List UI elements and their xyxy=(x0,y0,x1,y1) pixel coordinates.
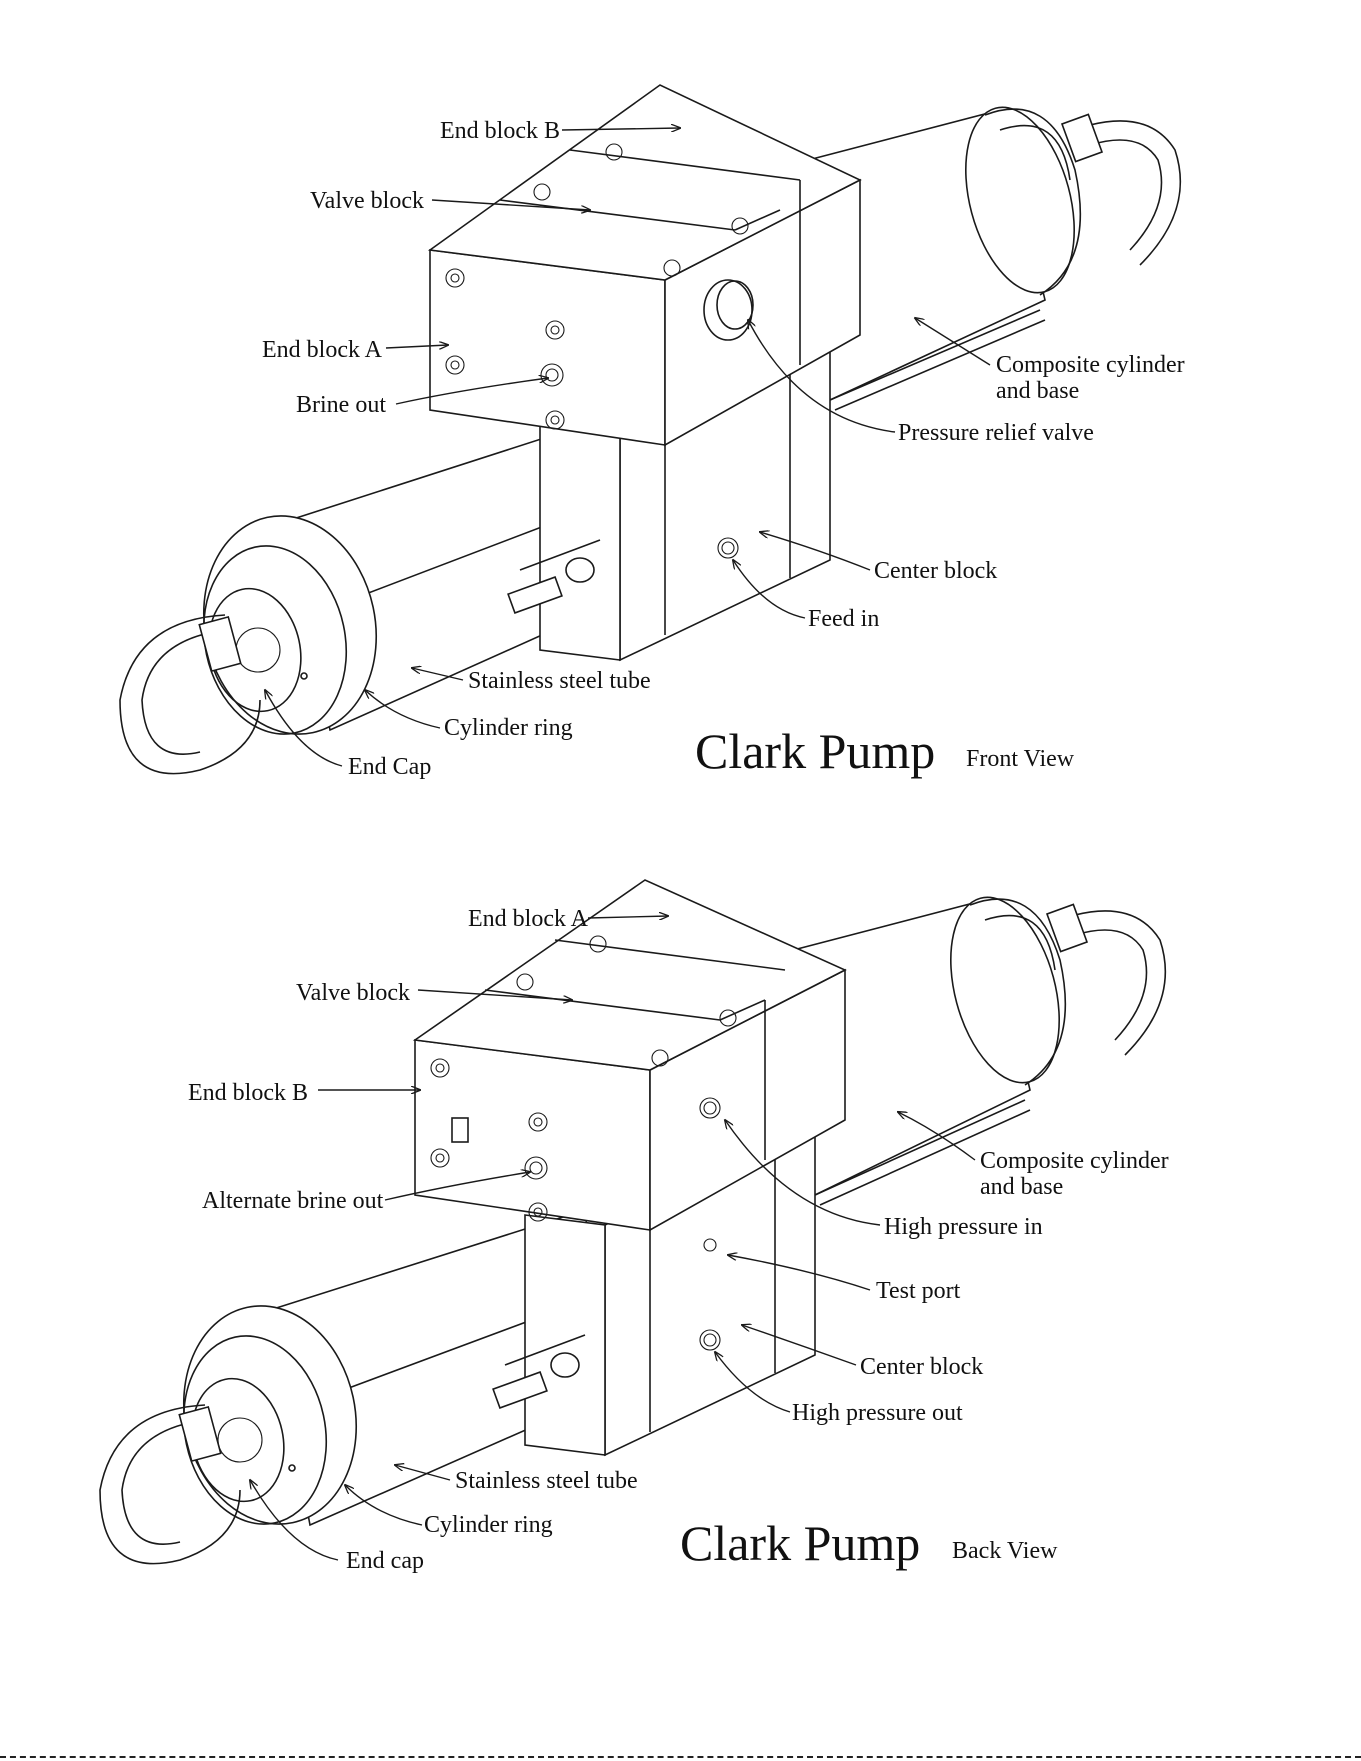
front-label-stainless-steel-tube: Stainless steel tube xyxy=(468,668,651,694)
back-label-end-block-b: End block B xyxy=(188,1080,308,1106)
front-title: Clark Pump xyxy=(695,723,935,779)
back-view: End block A Valve block End block B Alte… xyxy=(99,879,1169,1574)
back-leader-arrows xyxy=(250,916,976,1561)
back-label-end-cap: End cap xyxy=(346,1548,424,1574)
front-label-cylinder-ring: Cylinder ring xyxy=(444,715,573,741)
front-label-center-block: Center block xyxy=(874,558,997,584)
front-label-end-block-a: End block A xyxy=(262,337,383,363)
back-label-high-pressure-out: High pressure out xyxy=(792,1400,963,1426)
front-label-feed-in: Feed in xyxy=(808,606,879,632)
front-label-composite-cylinder-base: and base xyxy=(996,378,1079,404)
page-bottom-rule xyxy=(0,1756,1361,1758)
front-view: End block B Valve block End block A Brin… xyxy=(119,84,1185,780)
front-leader-arrows xyxy=(265,128,991,767)
back-label-composite-cylinder-base: and base xyxy=(980,1174,1063,1200)
back-title: Clark Pump xyxy=(680,1515,920,1571)
back-label-high-pressure-in: High pressure in xyxy=(884,1214,1043,1240)
front-pump-illustration xyxy=(119,84,1182,775)
front-label-pressure-relief-valve: Pressure relief valve xyxy=(898,420,1094,446)
back-label-alternate-brine-out: Alternate brine out xyxy=(202,1188,384,1214)
front-label-end-block-b: End block B xyxy=(440,118,560,144)
back-label-test-port: Test port xyxy=(876,1278,961,1304)
front-label-brine-out: Brine out xyxy=(296,392,386,418)
back-label-cylinder-ring: Cylinder ring xyxy=(424,1512,553,1538)
back-label-composite-cylinder: Composite cylinder xyxy=(980,1148,1169,1174)
back-label-stainless-steel-tube: Stainless steel tube xyxy=(455,1468,638,1494)
back-view-label: Back View xyxy=(952,1538,1058,1564)
front-view-label: Front View xyxy=(966,746,1075,772)
front-label-end-cap: End Cap xyxy=(348,754,431,780)
front-label-valve-block: Valve block xyxy=(310,188,424,214)
back-label-valve-block: Valve block xyxy=(296,980,410,1006)
back-label-center-block: Center block xyxy=(860,1354,983,1380)
front-label-composite-cylinder: Composite cylinder xyxy=(996,352,1185,378)
back-pump-illustration xyxy=(99,879,1167,1565)
back-label-end-block-a: End block A xyxy=(468,906,589,932)
